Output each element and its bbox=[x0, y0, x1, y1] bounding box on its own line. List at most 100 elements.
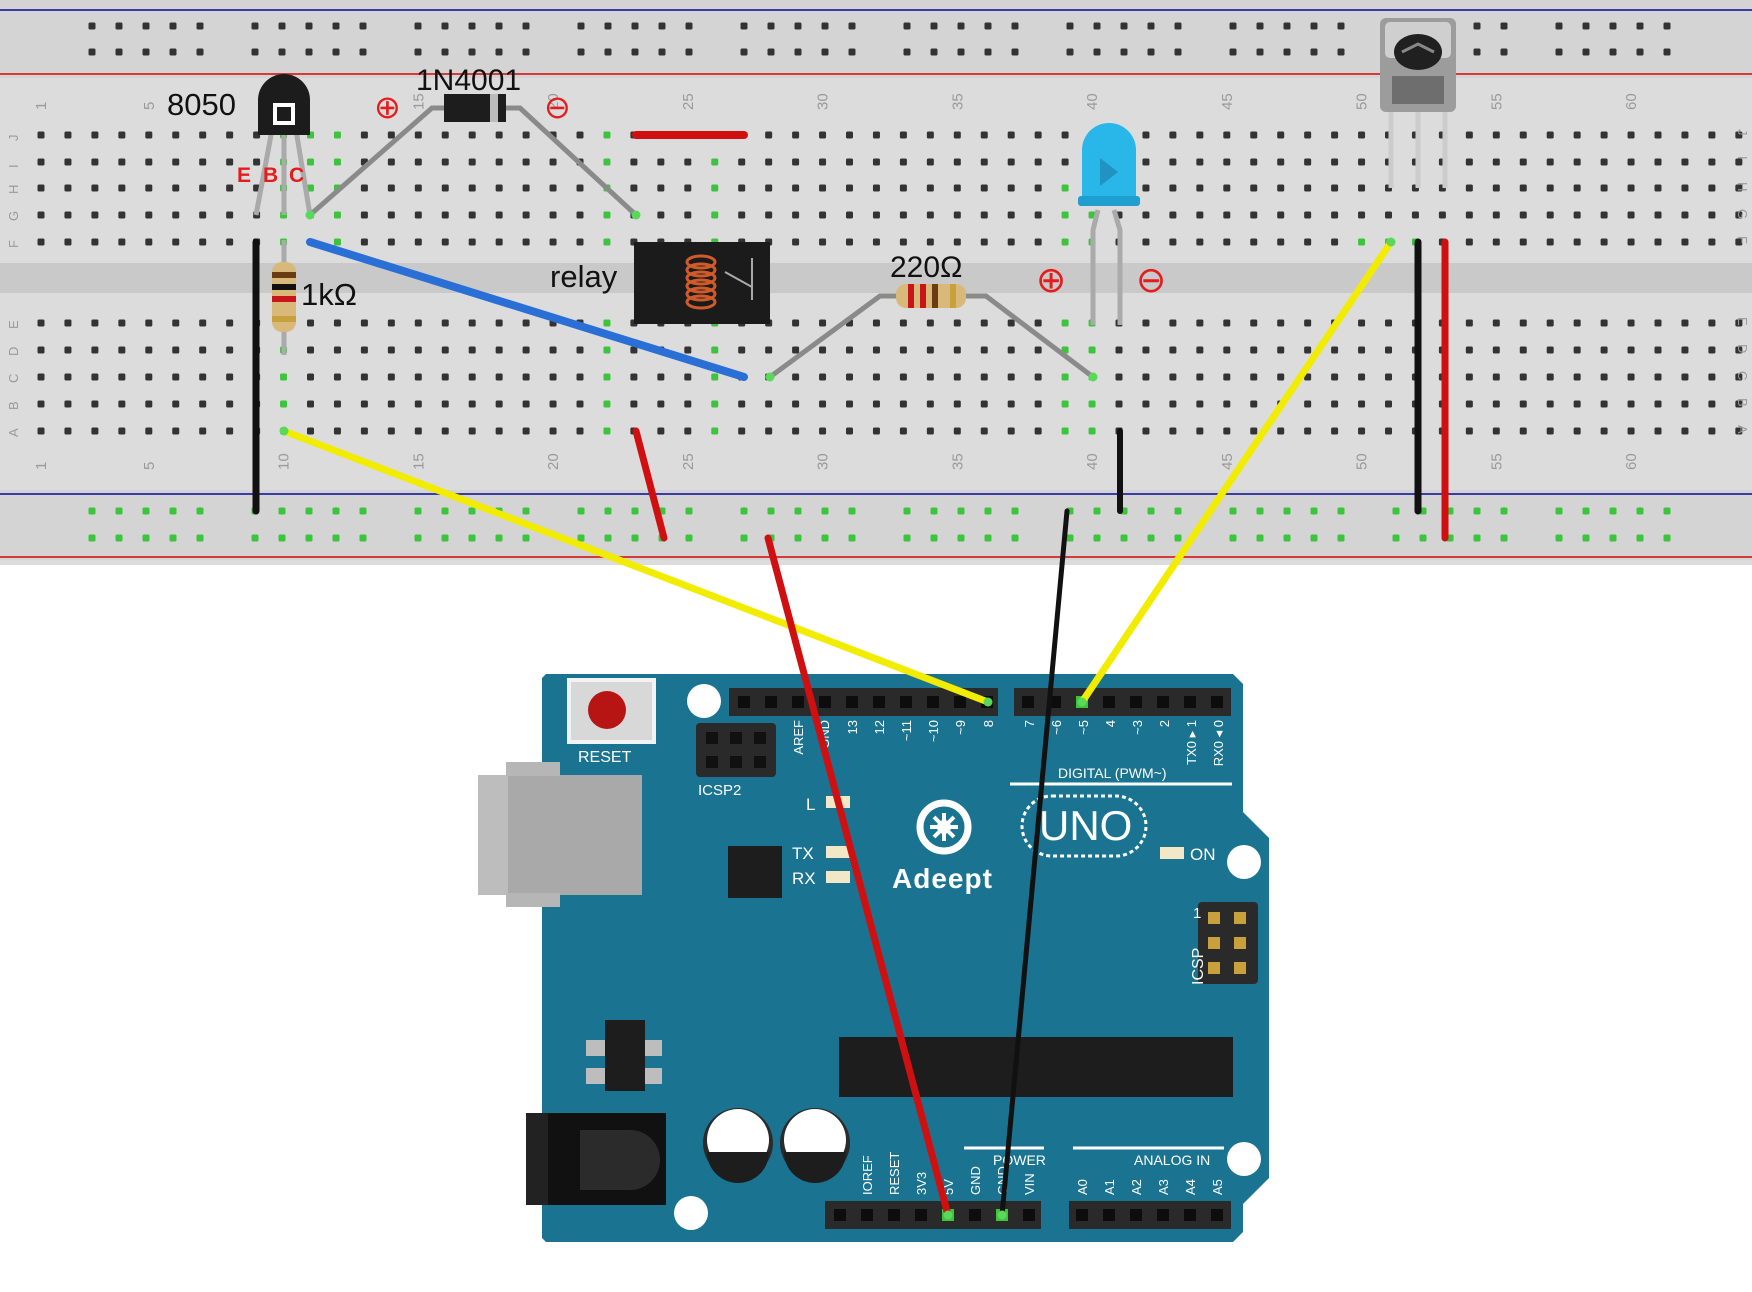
header-pin bbox=[1076, 1209, 1088, 1221]
transistor-8050: 8050 E B C bbox=[167, 74, 313, 216]
hole bbox=[819, 131, 827, 139]
rail-hole bbox=[142, 534, 150, 542]
hole bbox=[37, 319, 45, 327]
rail-hole bbox=[169, 48, 177, 56]
hole bbox=[387, 319, 395, 327]
hole bbox=[1169, 184, 1177, 192]
hole bbox=[145, 184, 153, 192]
hole bbox=[441, 211, 449, 219]
hole bbox=[1304, 131, 1312, 139]
hole bbox=[64, 346, 72, 354]
hole bbox=[819, 346, 827, 354]
hole bbox=[64, 211, 72, 219]
rail-hole bbox=[957, 534, 965, 542]
hole bbox=[441, 346, 449, 354]
hole bbox=[495, 427, 503, 435]
hole bbox=[64, 158, 72, 166]
rail-hole bbox=[468, 534, 476, 542]
hole bbox=[549, 238, 557, 246]
hole bbox=[792, 158, 800, 166]
hole bbox=[980, 427, 988, 435]
analog-pin-label: A5 bbox=[1210, 1179, 1225, 1195]
hole bbox=[1061, 319, 1069, 327]
reset-button-cap[interactable] bbox=[588, 691, 626, 729]
band-1 bbox=[272, 272, 296, 278]
wire-endpoint bbox=[943, 1210, 953, 1220]
hole bbox=[441, 158, 449, 166]
hole bbox=[1654, 427, 1662, 435]
rail-hole bbox=[794, 534, 802, 542]
hole bbox=[684, 427, 692, 435]
hole bbox=[468, 346, 476, 354]
power-pin-label: VIN bbox=[1022, 1173, 1037, 1195]
hole bbox=[1385, 400, 1392, 408]
rail-hole bbox=[142, 507, 150, 515]
header-pin bbox=[861, 1209, 873, 1221]
hole bbox=[118, 427, 126, 435]
hole bbox=[980, 319, 988, 327]
band-d bbox=[950, 284, 956, 308]
bottom-power-rail bbox=[0, 490, 1752, 560]
hole bbox=[1385, 211, 1392, 219]
wire-endpoint bbox=[1088, 372, 1098, 382]
hole bbox=[172, 346, 180, 354]
column-number: 10 bbox=[276, 453, 293, 470]
digital-pin-label: 8 bbox=[981, 720, 996, 727]
hole bbox=[846, 427, 853, 435]
hole bbox=[1358, 211, 1366, 219]
hole bbox=[872, 427, 880, 435]
hole bbox=[91, 131, 99, 139]
hole bbox=[1304, 373, 1312, 381]
hole bbox=[1169, 158, 1177, 166]
hole bbox=[199, 427, 207, 435]
power-pin-label: GND bbox=[968, 1166, 983, 1195]
rail-hole bbox=[1555, 48, 1563, 56]
rail-hole bbox=[522, 22, 530, 30]
header-pin bbox=[1211, 1209, 1223, 1221]
header-pin bbox=[873, 696, 885, 708]
hole bbox=[1169, 427, 1177, 435]
hole bbox=[603, 400, 611, 408]
hole bbox=[1627, 319, 1635, 327]
hole bbox=[1681, 319, 1689, 327]
hole bbox=[953, 346, 961, 354]
rail-hole bbox=[115, 507, 123, 515]
hole bbox=[792, 211, 800, 219]
hole bbox=[387, 131, 395, 139]
hole bbox=[1115, 373, 1123, 381]
hole bbox=[1573, 373, 1581, 381]
hole bbox=[1627, 158, 1635, 166]
rail-hole bbox=[1310, 22, 1318, 30]
hole bbox=[872, 158, 880, 166]
hole bbox=[1600, 158, 1608, 166]
hole bbox=[1223, 238, 1231, 246]
hole bbox=[926, 427, 934, 435]
hole bbox=[1250, 158, 1258, 166]
column-number: 60 bbox=[1623, 453, 1640, 470]
hole bbox=[1331, 427, 1339, 435]
hole bbox=[872, 400, 880, 408]
hole bbox=[1546, 184, 1554, 192]
diode-plus-icon: ⊕ bbox=[374, 89, 401, 125]
rail-hole bbox=[1500, 48, 1508, 56]
column-number: 30 bbox=[815, 453, 832, 470]
hole bbox=[846, 211, 853, 219]
hole bbox=[1600, 400, 1608, 408]
hole bbox=[1034, 400, 1042, 408]
led-lead-cathode bbox=[1111, 209, 1123, 325]
hole bbox=[603, 158, 611, 166]
row-letter: I bbox=[1735, 156, 1750, 160]
hole bbox=[1465, 319, 1473, 327]
band-4 bbox=[272, 316, 296, 322]
hole bbox=[549, 373, 557, 381]
hole bbox=[765, 211, 773, 219]
header-pin bbox=[954, 696, 966, 708]
hole bbox=[414, 184, 422, 192]
hole bbox=[926, 319, 934, 327]
rail-hole bbox=[305, 48, 313, 56]
rail-hole bbox=[984, 534, 992, 542]
hole bbox=[1735, 373, 1743, 381]
hole bbox=[387, 238, 395, 246]
hole bbox=[1250, 373, 1258, 381]
